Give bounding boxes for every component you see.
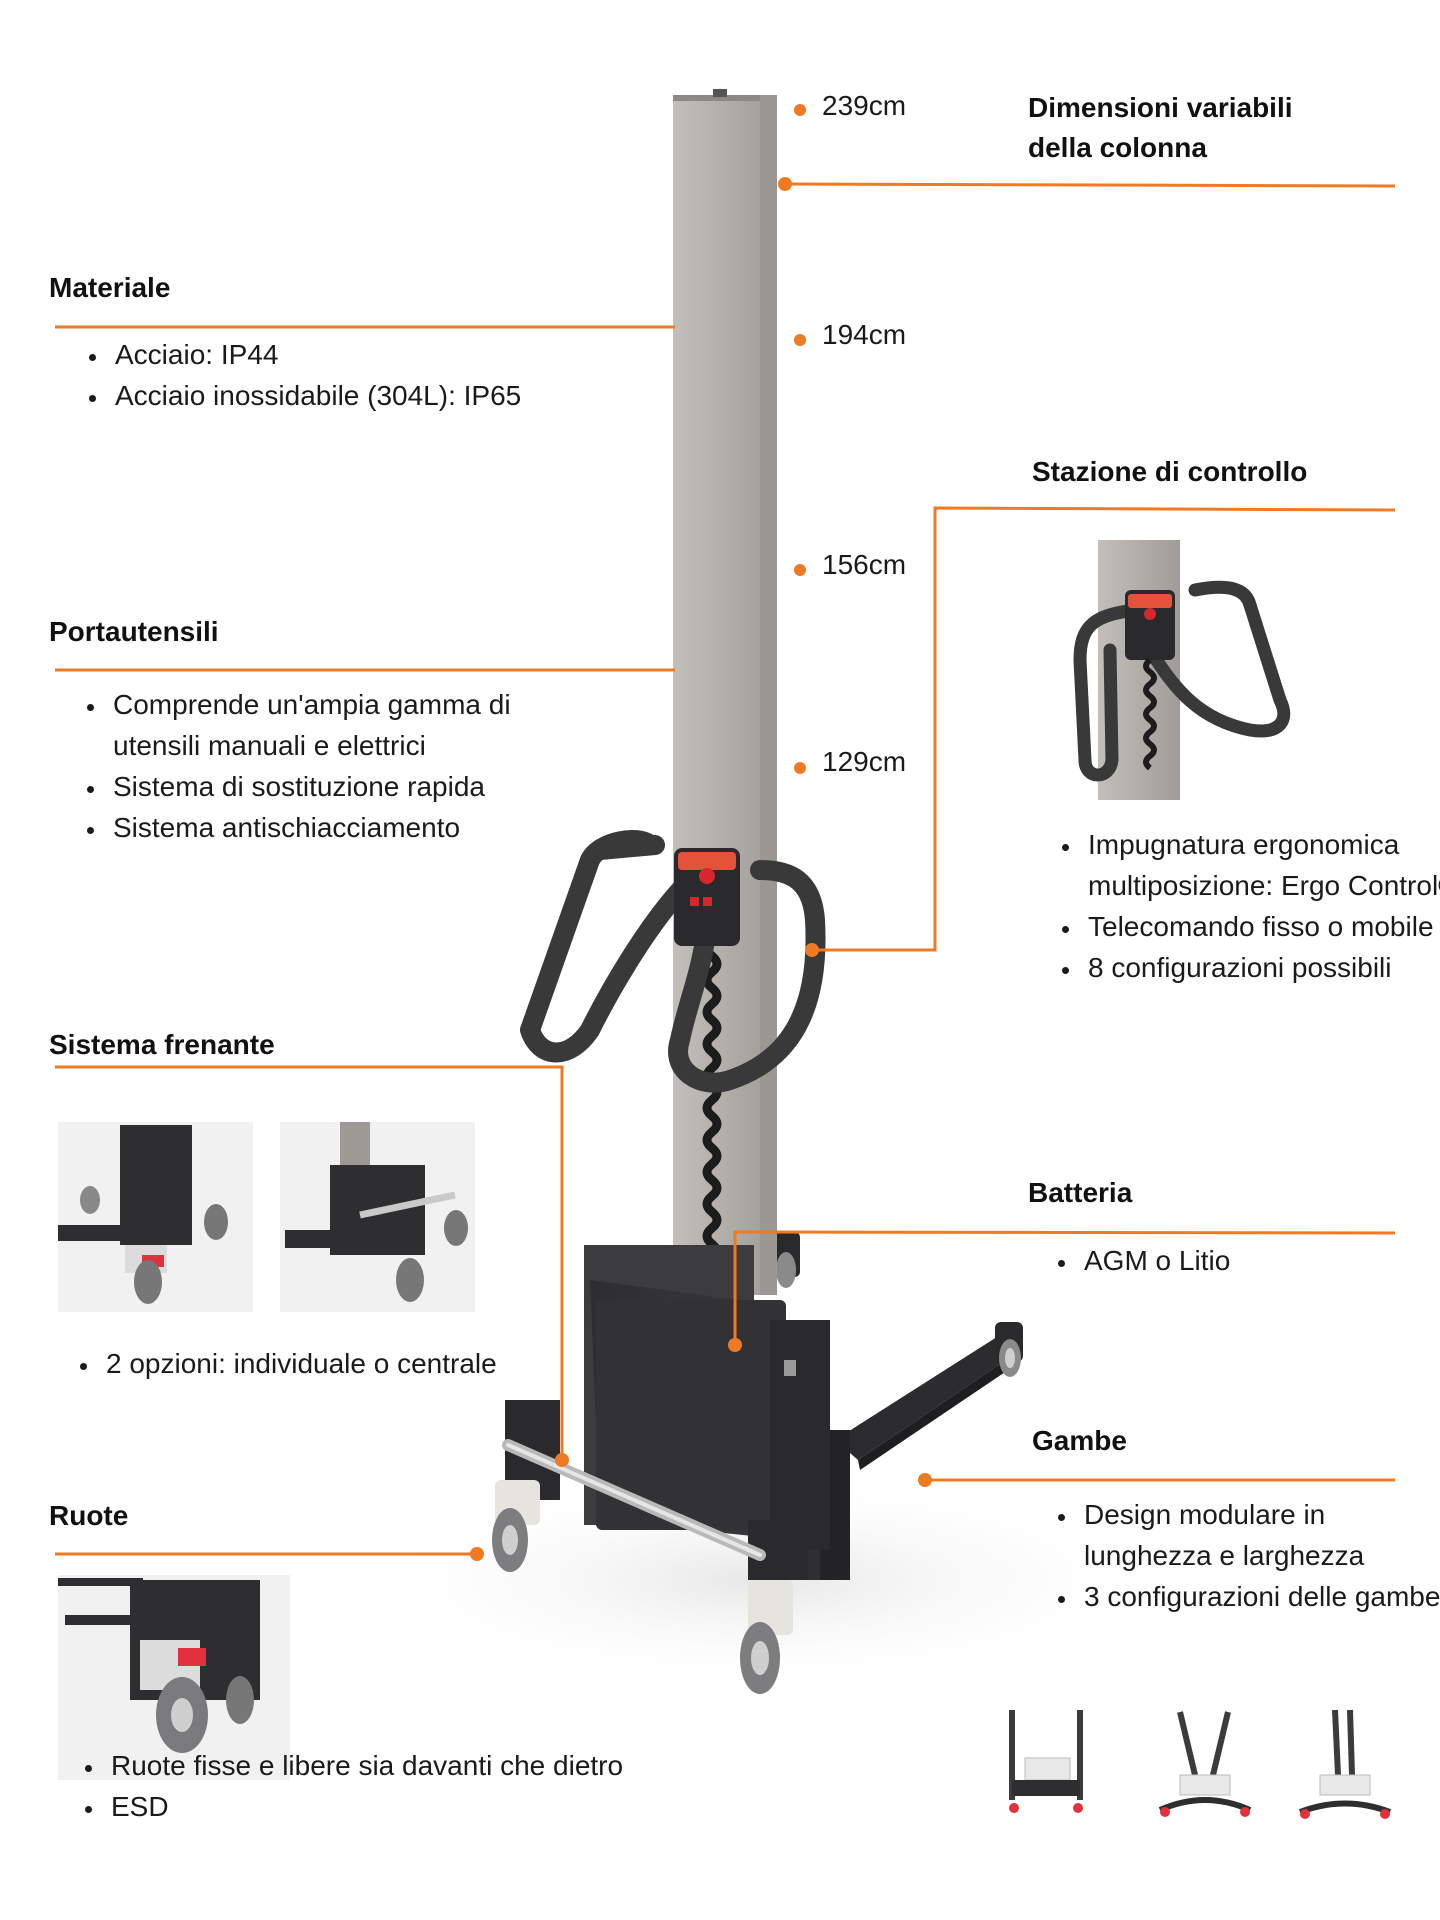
- portautensili-item: Comprende un'ampia gamma di utensili man…: [107, 684, 562, 766]
- column: [673, 89, 777, 1295]
- materiale-title: Materiale: [49, 272, 171, 303]
- height-dot-156: [794, 564, 806, 576]
- portautensili-item: Sistema antischiacciamento: [107, 807, 562, 848]
- gambe-list: Design modulare in lunghezza e larghezza…: [1044, 1494, 1440, 1617]
- stazione-item: 8 configurazioni possibili: [1082, 947, 1440, 988]
- dimensioni-title-line1: Dimensioni variabili: [1028, 92, 1293, 123]
- height-dot-239: [794, 104, 806, 116]
- stazione-title: Stazione di controllo: [1032, 456, 1308, 487]
- height-label-129: 129cm: [822, 746, 907, 777]
- stazione-list: Impugnatura ergonomica multiposizione: E…: [1048, 824, 1440, 988]
- coiled-cable: [702, 936, 722, 1264]
- freni-title: Sistema frenante: [49, 1029, 275, 1060]
- brake-photo-individual: [58, 1122, 253, 1312]
- lifter-machine: [340, 89, 1180, 1694]
- materiale-item: Acciaio: IP44: [109, 334, 549, 375]
- freni-list: 2 opzioni: individuale o centrale: [66, 1343, 600, 1384]
- batteria-title: Batteria: [1028, 1177, 1133, 1208]
- stazione-item: Telecomando fisso o mobile: [1082, 906, 1440, 947]
- brake-photo-central: [280, 1122, 475, 1312]
- wheel-photo: [58, 1575, 290, 1780]
- battery-box: [584, 1245, 830, 1550]
- height-label-239: 239cm: [822, 90, 907, 121]
- dot-ruote: [470, 1547, 484, 1561]
- front-caster-left: [492, 1480, 540, 1572]
- leader-lines: [55, 182, 1396, 1556]
- ruote-title: Ruote: [49, 1500, 129, 1531]
- leader-stazione: [812, 506, 1396, 952]
- back-caster: [772, 1232, 800, 1288]
- leader-freni: [55, 1065, 564, 1460]
- height-label-194: 194cm: [822, 319, 907, 350]
- dimensioni-title: Dimensioni variabili della colonna: [1028, 88, 1293, 168]
- ruote-list: Ruote fisse e libere sia davanti che die…: [71, 1745, 785, 1827]
- leg-config-2: [1158, 1711, 1252, 1817]
- portautensili-list: Comprende un'ampia gamma di utensili man…: [73, 684, 562, 848]
- batteria-list: AGM o Litio: [1044, 1240, 1378, 1281]
- leader-dots: [470, 104, 932, 1561]
- materiale-item: Acciaio inossidabile (304L): IP65: [109, 375, 549, 416]
- dot-dimensioni: [778, 177, 792, 191]
- control-station-photo: [1073, 540, 1291, 800]
- height-label-156: 156cm: [822, 549, 907, 580]
- front-caster-right: [740, 1580, 793, 1694]
- height-dot-129: [794, 762, 806, 774]
- dot-freni: [555, 1453, 569, 1467]
- leader-dimensioni: [784, 182, 1396, 188]
- dot-stazione: [805, 943, 819, 957]
- ruote-item: Ruote fisse e libere sia davanti che die…: [105, 1745, 785, 1786]
- freni-item: 2 opzioni: individuale o centrale: [100, 1343, 600, 1384]
- stazione-item: Impugnatura ergonomica multiposizione: E…: [1082, 824, 1440, 906]
- dimensioni-title-line2: della colonna: [1028, 132, 1207, 163]
- materiale-list: Acciaio: IP44 Acciaio inossidabile (304L…: [75, 334, 549, 416]
- portautensili-title: Portautensili: [49, 616, 219, 647]
- dot-gambe: [918, 1473, 932, 1487]
- gambe-item: 3 configurazioni delle gambe: [1078, 1576, 1440, 1617]
- ergonomic-handle: [520, 830, 826, 1093]
- batteria-item: AGM o Litio: [1078, 1240, 1378, 1281]
- dot-batteria: [728, 1338, 742, 1352]
- height-dot-194: [794, 334, 806, 346]
- gambe-item: Design modulare in lunghezza e larghezza: [1078, 1494, 1440, 1576]
- gambe-title: Gambe: [1032, 1425, 1127, 1456]
- leg-config-1: [1009, 1710, 1083, 1813]
- leg-config-3: [1298, 1709, 1392, 1819]
- ruote-item: ESD: [105, 1786, 785, 1827]
- leader-batteria: [733, 1230, 1396, 1345]
- portautensili-item: Sistema di sostituzione rapida: [107, 766, 562, 807]
